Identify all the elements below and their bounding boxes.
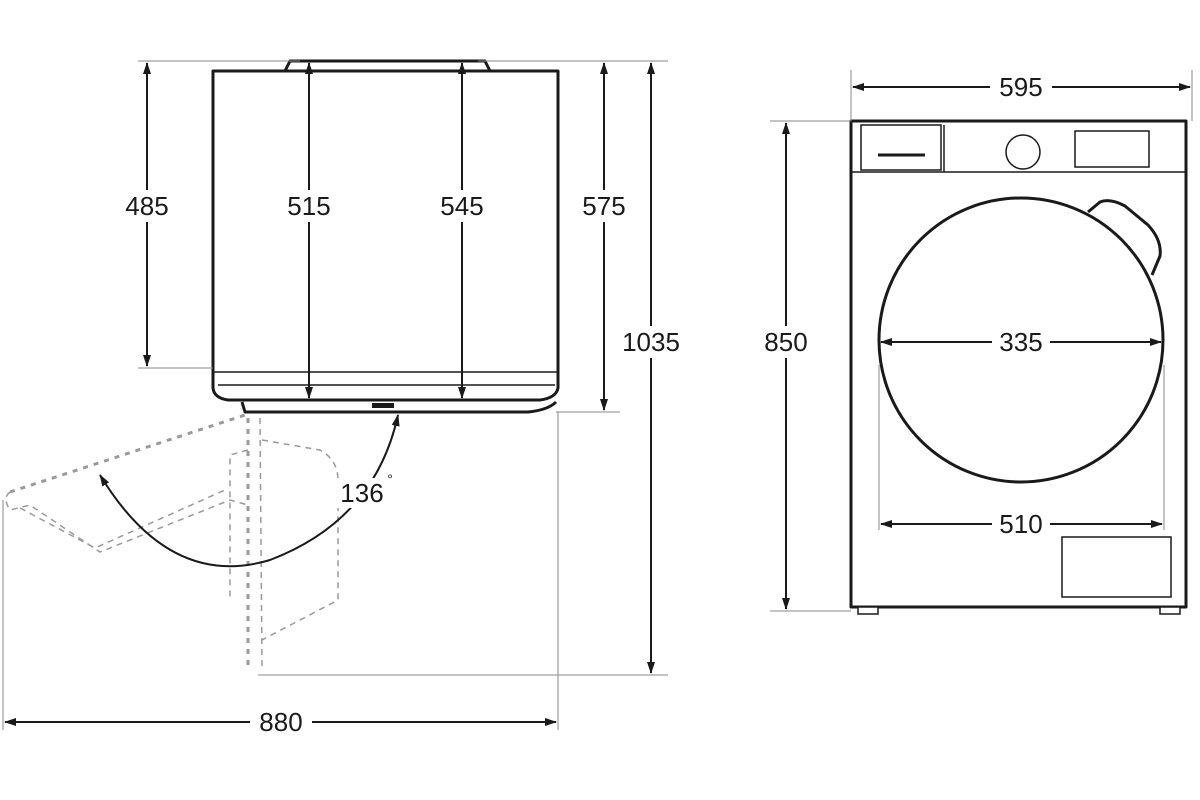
dim-bg-1035 <box>614 326 688 358</box>
dim-label-880: 880 <box>259 707 302 737</box>
door-handle <box>372 403 394 408</box>
dim-bg-515 <box>280 190 338 222</box>
display-panel <box>1074 130 1150 168</box>
dim-bg-485 <box>118 190 176 222</box>
angle-arc-136 <box>99 414 400 568</box>
dim-bg-510 <box>992 508 1050 540</box>
dim-bg-575 <box>575 190 633 222</box>
foot-left <box>857 606 879 615</box>
top-lid <box>283 59 492 72</box>
foot-right <box>1159 606 1181 615</box>
door-down-inner <box>229 449 249 600</box>
machine-body <box>211 69 560 402</box>
dim-label-485: 485 <box>125 191 168 221</box>
dim-label-850: 850 <box>764 327 807 357</box>
service-hatch <box>1061 536 1172 598</box>
dim-bg-335 <box>992 326 1050 358</box>
door-open-outline <box>5 491 249 553</box>
angle-bg-136 <box>334 478 392 508</box>
dim-bg-850 <box>757 326 815 358</box>
door-down-outline <box>259 417 339 669</box>
dim-label-575: 575 <box>582 191 625 221</box>
door-open-inner <box>19 489 226 549</box>
program-knob <box>1005 134 1041 170</box>
dim-label-595: 595 <box>999 72 1042 102</box>
door-handle-front <box>1087 199 1162 276</box>
dim-label-545: 545 <box>440 191 483 221</box>
front-view: 595 850 335 510 <box>757 70 1193 615</box>
door-open-top-edge <box>9 413 246 494</box>
dim-label-1035: 1035 <box>622 327 680 357</box>
angle-degree-symbol: ° <box>387 471 393 487</box>
dim-label-335: 335 <box>999 327 1042 357</box>
dim-label-515: 515 <box>287 191 330 221</box>
dim-bg-545 <box>433 190 491 222</box>
side-view: 485 515 545 575 1035 880 136 ° <box>2 59 688 738</box>
dim-bg-595 <box>990 71 1052 103</box>
front-body <box>849 119 1188 609</box>
detergent-drawer <box>860 124 942 171</box>
dim-bg-880 <box>250 706 312 738</box>
door-circle <box>877 196 1165 484</box>
angle-label-136: 136 <box>340 478 383 508</box>
door-closed <box>240 400 558 414</box>
dim-label-510: 510 <box>999 509 1042 539</box>
